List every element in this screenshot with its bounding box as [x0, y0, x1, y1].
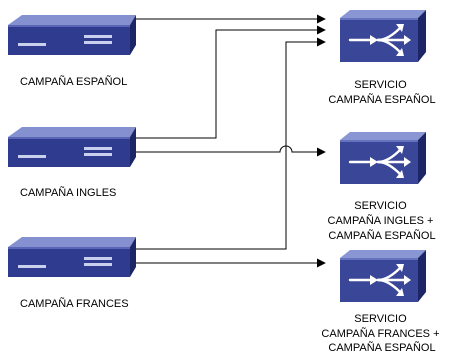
service-1-label-line-1: SERVICIO [354, 79, 407, 91]
campaign-node-espanol: CAMPAÑA ESPAÑOL [8, 15, 136, 88]
service-node-1: SERVICIO CAMPAÑA ESPAÑOL [328, 8, 436, 106]
campaign-node-ingles: CAMPAÑA INGLES [8, 127, 136, 199]
service-router-icon [338, 248, 428, 304]
service-2-label-line-3: CAMPAÑA ESPAÑOL [328, 229, 435, 242]
service-2-label: SERVICIO CAMPAÑA INGLES + CAMPAÑA ESPAÑO… [328, 200, 437, 242]
campaign-label-frances: CAMPAÑA FRANCES [20, 297, 129, 310]
campaign-label-ingles: CAMPAÑA INGLES [20, 186, 116, 199]
service-1-label: SERVICIO CAMPAÑA ESPAÑOL [328, 79, 435, 106]
campaign-device-icon [8, 127, 136, 167]
campaign-device-icon [8, 237, 136, 277]
service-3-label-line-1: SERVICIO [354, 313, 407, 325]
service-node-2: SERVICIO CAMPAÑA INGLES + CAMPAÑA ESPAÑO… [328, 130, 437, 242]
connection-ingles-to-servicio-1 [134, 25, 326, 139]
service-node-3: SERVICIO CAMPAÑA FRANCES + CAMPAÑA ESPAÑ… [321, 248, 442, 353]
connection-frances-to-servicio-1 [134, 37, 326, 250]
service-1-label-line-2: CAMPAÑA ESPAÑOL [328, 93, 435, 106]
service-2-label-line-1: SERVICIO [354, 200, 407, 212]
service-3-label: SERVICIO CAMPAÑA FRANCES + CAMPAÑA ESPAÑ… [321, 313, 442, 353]
service-3-label-line-3: CAMPAÑA ESPAÑOL [328, 341, 435, 353]
connection-ingles-to-servicio-2 [134, 145, 326, 157]
campaign-label-espanol: CAMPAÑA ESPAÑOL [20, 75, 127, 88]
service-2-label-line-2: CAMPAÑA INGLES + [328, 214, 434, 227]
campaign-device-icon [8, 15, 136, 55]
service-3-label-line-2: CAMPAÑA FRANCES + [321, 327, 439, 340]
campaign-node-frances: CAMPAÑA FRANCES [8, 237, 136, 310]
service-router-icon [338, 130, 428, 186]
service-router-icon [338, 8, 428, 64]
